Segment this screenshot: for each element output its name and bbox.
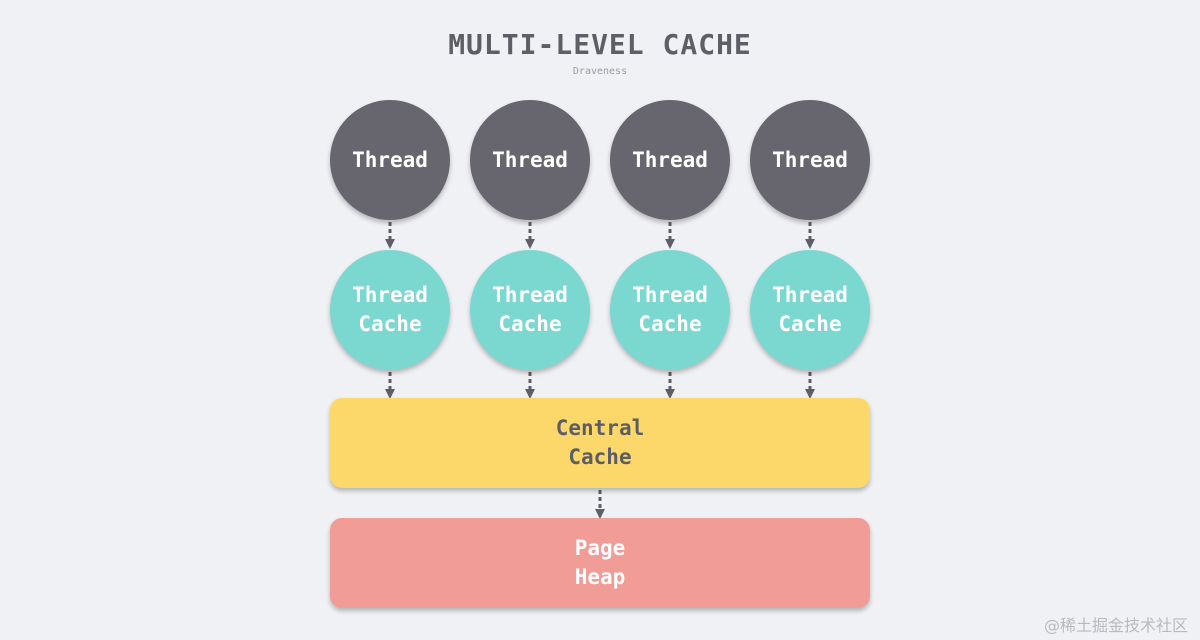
diagram-subtitle: Draveness: [572, 66, 628, 77]
thread-cache-node-4: Thread Cache: [750, 250, 870, 370]
thread-node-1: Thread: [330, 100, 450, 220]
diagram-title: MULTI-LEVEL CACHE: [448, 28, 752, 61]
central-cache-node: Central Cache: [330, 398, 870, 488]
thread-cache-node-1: Thread Cache: [330, 250, 450, 370]
thread-node-2: Thread: [470, 100, 590, 220]
page-heap-node: Page Heap: [330, 518, 870, 608]
thread-cache-node-2: Thread Cache: [470, 250, 590, 370]
thread-node-3: Thread: [610, 100, 730, 220]
watermark: @稀土掘金技术社区: [1043, 616, 1188, 635]
thread-node-4: Thread: [750, 100, 870, 220]
thread-cache-node-3: Thread Cache: [610, 250, 730, 370]
